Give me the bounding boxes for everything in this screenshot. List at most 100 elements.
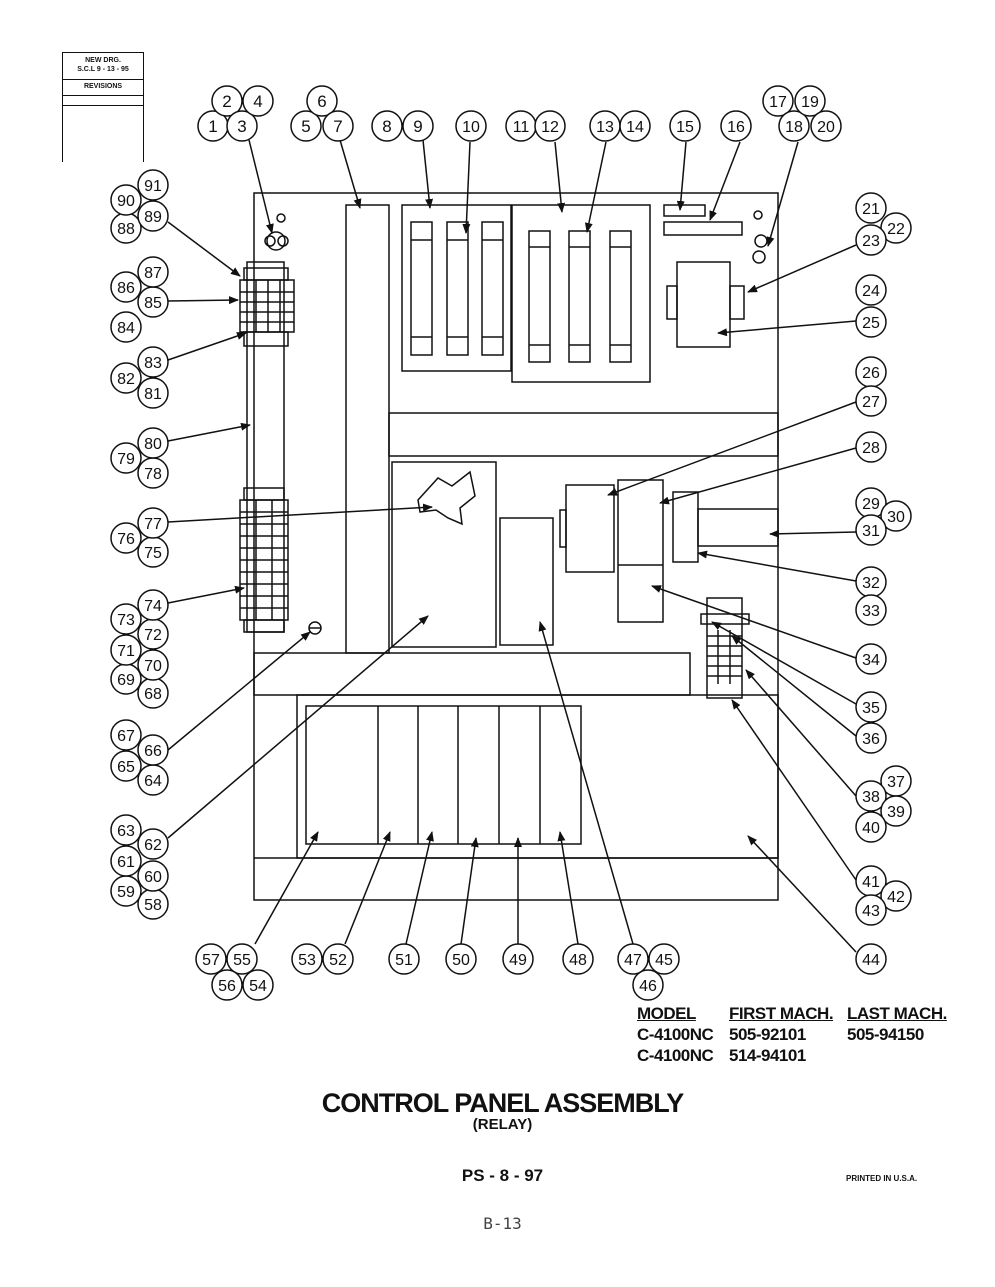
callout-number: 30	[887, 509, 905, 526]
callout-number: 76	[117, 531, 135, 548]
leader-line	[167, 332, 247, 361]
callout-25: 25	[855, 306, 887, 338]
callout-circle	[617, 943, 649, 975]
callout-circle	[855, 306, 887, 338]
callout-number: 91	[144, 178, 162, 195]
callout-number: 66	[144, 743, 162, 760]
callout-4: 4	[242, 85, 274, 117]
callout-55: 55	[226, 943, 258, 975]
callout-15: 15	[669, 110, 701, 142]
callout-91: 91	[137, 169, 169, 201]
callout-35: 35	[855, 691, 887, 723]
callout-number: 69	[117, 672, 135, 689]
callout-circle	[110, 522, 142, 554]
label-strip-15	[663, 204, 706, 217]
callout-number: 35	[862, 700, 880, 717]
callout-6: 6	[306, 85, 338, 117]
callout-76: 76	[110, 522, 142, 554]
callout-3: 3	[226, 110, 258, 142]
callout-number: 42	[887, 889, 905, 906]
callout-number: 73	[117, 612, 135, 629]
leader-line	[766, 141, 799, 247]
leader-line	[731, 635, 857, 737]
callout-circle	[534, 110, 566, 142]
callout-circle	[720, 110, 752, 142]
leader-line	[651, 585, 857, 659]
callout-number: 19	[801, 94, 819, 111]
callout-90: 90	[110, 184, 142, 216]
callout-number: 70	[144, 658, 162, 675]
callout-number: 6	[317, 92, 326, 111]
callout-number: 5	[301, 117, 310, 136]
callout-circle	[322, 110, 354, 142]
callout-52: 52	[322, 943, 354, 975]
callout-circle	[110, 634, 142, 666]
callout-circle	[110, 814, 142, 846]
leader-line	[167, 585, 245, 604]
header-first-mach: FIRST MACH.	[729, 1004, 834, 1023]
callout-75: 75	[137, 536, 169, 568]
callout-60: 60	[137, 860, 169, 892]
callout-number: 86	[117, 280, 135, 297]
callout-number: 82	[117, 371, 135, 388]
callout-54: 54	[242, 969, 274, 1001]
callout-number: 64	[144, 773, 162, 790]
callout-59: 59	[110, 875, 142, 907]
relay-bank	[305, 705, 582, 845]
callout-number: 56	[218, 978, 236, 995]
callout-number: 33	[862, 603, 880, 620]
callout-circle	[137, 200, 169, 232]
callout-circle	[195, 943, 227, 975]
callout-number: 2	[222, 92, 231, 111]
leader-line	[584, 141, 607, 233]
callout-18: 18	[778, 110, 810, 142]
callout-number: 72	[144, 627, 162, 644]
callout-circle	[562, 943, 594, 975]
callout-number: 31	[862, 523, 880, 540]
leader-line	[339, 139, 362, 209]
callout-40: 40	[855, 811, 887, 843]
callout-number: 63	[117, 823, 135, 840]
callout-circle	[110, 271, 142, 303]
callout-circle	[371, 110, 403, 142]
callout-37: 37	[880, 765, 912, 797]
callout-number: 4	[253, 92, 262, 111]
callout-number: 79	[117, 451, 135, 468]
callout-number: 77	[144, 516, 162, 533]
header-model: MODEL	[637, 1004, 696, 1023]
callout-number: 65	[117, 759, 135, 776]
callout-7: 7	[322, 110, 354, 142]
callout-28: 28	[855, 431, 887, 463]
revision-line-2: S.C.L 9 - 13 - 95	[77, 66, 129, 73]
callout-number: 51	[395, 952, 413, 969]
callout-number: 61	[117, 854, 135, 871]
callout-number: 1	[208, 117, 217, 136]
callout-number: 83	[144, 355, 162, 372]
callout-number: 57	[202, 952, 220, 969]
callout-circle	[137, 256, 169, 288]
callout-number: 62	[144, 837, 162, 854]
callout-number: 38	[862, 789, 880, 806]
callout-73: 73	[110, 603, 142, 635]
callout-circle	[855, 894, 887, 926]
callout-number: 43	[862, 903, 880, 920]
callout-number: 29	[862, 496, 880, 513]
callout-20: 20	[810, 110, 842, 142]
callout-number: 24	[862, 283, 880, 300]
callout-number: 7	[333, 117, 342, 136]
callout-circle	[110, 719, 142, 751]
callout-9: 9	[402, 110, 434, 142]
callout-number: 46	[639, 978, 657, 995]
callout-circle	[855, 385, 887, 417]
callout-38: 38	[855, 780, 887, 812]
callout-number: 22	[887, 221, 905, 238]
callout-77: 77	[137, 507, 169, 539]
callout-36: 36	[855, 722, 887, 754]
leader-line	[167, 631, 311, 751]
callout-58: 58	[137, 888, 169, 920]
sheet-reference: B-13	[483, 1214, 522, 1233]
callout-27: 27	[855, 385, 887, 417]
